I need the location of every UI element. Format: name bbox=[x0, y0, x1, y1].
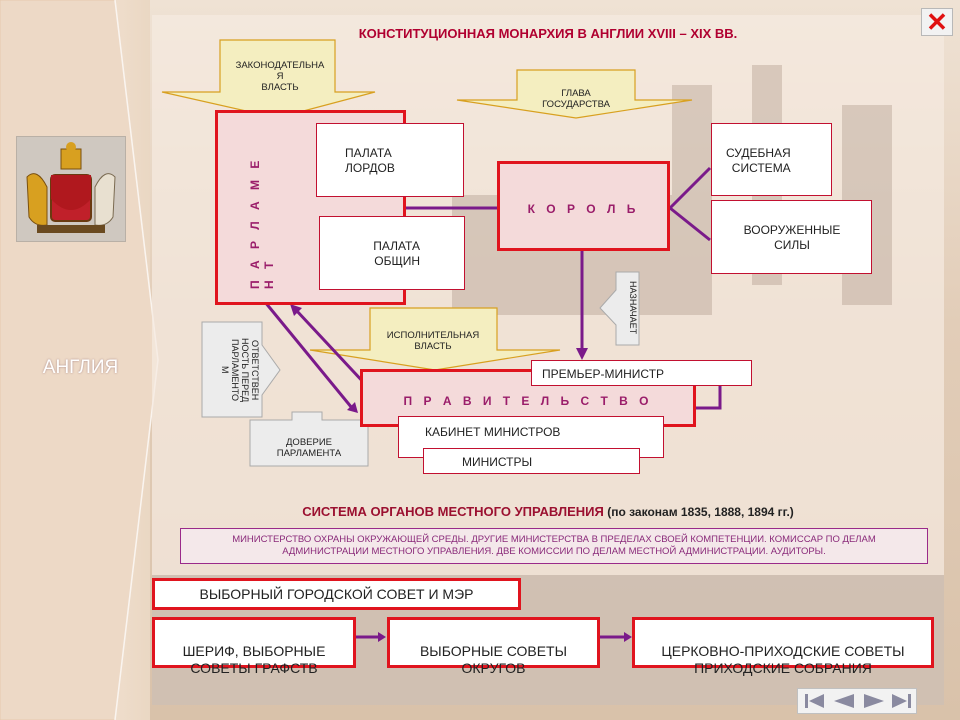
house-of-commons-label: ПАЛАТА ОБЩИН bbox=[373, 239, 420, 268]
last-icon[interactable] bbox=[888, 691, 916, 711]
sheriff-box: ШЕРИФ, ВЫБОРНЫЕ СОВЕТЫ ГРАФСТВ bbox=[152, 617, 356, 676]
cabinet-label: КАБИНЕТ МИНИСТРОВ bbox=[425, 425, 561, 439]
page-title: КОНСТИТУЦИОННАЯ МОНАРХИЯ В АНГЛИИ XVIII … bbox=[358, 26, 738, 41]
city-council-label: ВЫБОРНЫЙ ГОРОДСКОЙ СОВЕТ И МЭР bbox=[199, 586, 474, 602]
ministers-label: МИНИСТРЫ bbox=[462, 455, 533, 469]
country-label: АНГЛИЯ bbox=[42, 357, 119, 378]
district-councils-box: ВЫБОРНЫЕ СОВЕТЫ ОКРУГОВ bbox=[387, 617, 600, 676]
house-of-commons-box: ПАЛАТА ОБЩИН bbox=[319, 216, 465, 290]
armed-forces-label: ВООРУЖЕННЫЕ СИЛЫ bbox=[743, 223, 841, 252]
navigation-bar bbox=[797, 688, 917, 714]
sheriff-label: ШЕРИФ, ВЫБОРНЫЕ СОВЕТЫ ГРАФСТВ bbox=[182, 643, 326, 676]
judicial-label: СУДЕБНАЯ СИСТЕМА bbox=[726, 146, 791, 175]
arrow-trust-label: ДОВЕРИЕ ПАРЛАМЕНТА bbox=[276, 437, 342, 459]
local-government-title: СИСТЕМА ОРГАНОВ МЕСТНОГО УПРАВЛЕНИЯ (по … bbox=[152, 504, 944, 519]
first-icon[interactable] bbox=[800, 691, 828, 711]
ministers-box: МИНИСТРЫ bbox=[423, 448, 640, 474]
arrow-legislative-label: ЗАКОНОДАТЕЛЬНА Я ВЛАСТЬ bbox=[235, 60, 325, 93]
parish-box: ЦЕРКОВНО-ПРИХОДСКИЕ СОВЕТЫ ПРИХОДСКИЕ СО… bbox=[632, 617, 934, 676]
king-box: К О Р О Л Ь bbox=[497, 161, 670, 251]
arrow-head-of-state-label: ГЛАВА ГОСУДАРСТВА bbox=[542, 88, 610, 110]
parliament-label: П А Р Л А М Е Н Т bbox=[248, 156, 276, 289]
local-title-laws: (по законам 1835, 1888, 1894 гг.) bbox=[603, 505, 794, 519]
government-label: П Р А В И Т Е Л Ь С Т В О bbox=[403, 394, 653, 408]
city-council-box: ВЫБОРНЫЙ ГОРОДСКОЙ СОВЕТ И МЭР bbox=[152, 578, 521, 610]
coat-of-arms-icon bbox=[16, 136, 126, 242]
parish-label: ЦЕРКОВНО-ПРИХОДСКИЕ СОВЕТЫ ПРИХОДСКИЕ СО… bbox=[661, 643, 905, 676]
local-title-main: СИСТЕМА ОРГАНОВ МЕСТНОГО УПРАВЛЕНИЯ bbox=[302, 504, 604, 519]
house-of-lords-box: ПАЛАТА ЛОРДОВ bbox=[316, 123, 464, 197]
next-icon[interactable] bbox=[860, 691, 888, 711]
prev-icon[interactable] bbox=[830, 691, 858, 711]
local-government-description: МИНИСТЕРСТВО ОХРАНЫ ОКРУЖАЮЩЕЙ СРЕДЫ. ДР… bbox=[180, 528, 928, 564]
arrow-executive-label: ИСПОЛНИТЕЛЬНАЯ ВЛАСТЬ bbox=[386, 330, 480, 352]
close-icon: ✕ bbox=[926, 7, 948, 37]
district-councils-label: ВЫБОРНЫЕ СОВЕТЫ ОКРУГОВ bbox=[419, 643, 568, 676]
arrow-appoints-label: НАЗНАЧАЕТ bbox=[628, 281, 638, 335]
close-button[interactable]: ✕ bbox=[921, 8, 953, 36]
prime-minister-label: ПРЕМЬЕР-МИНИСТР bbox=[542, 367, 665, 381]
king-label: К О Р О Л Ь bbox=[527, 202, 640, 216]
judicial-box: СУДЕБНАЯ СИСТЕМА bbox=[711, 123, 832, 196]
arrow-responsibility-label: ОТВЕТСТВЕН НОСТЬ ПЕРЕД ПАРЛАМЕНТО М bbox=[220, 337, 260, 403]
prime-minister-box: ПРЕМЬЕР-МИНИСТР bbox=[531, 360, 752, 386]
armed-forces-box: ВООРУЖЕННЫЕ СИЛЫ bbox=[711, 200, 872, 274]
house-of-lords-label: ПАЛАТА ЛОРДОВ bbox=[345, 146, 395, 175]
